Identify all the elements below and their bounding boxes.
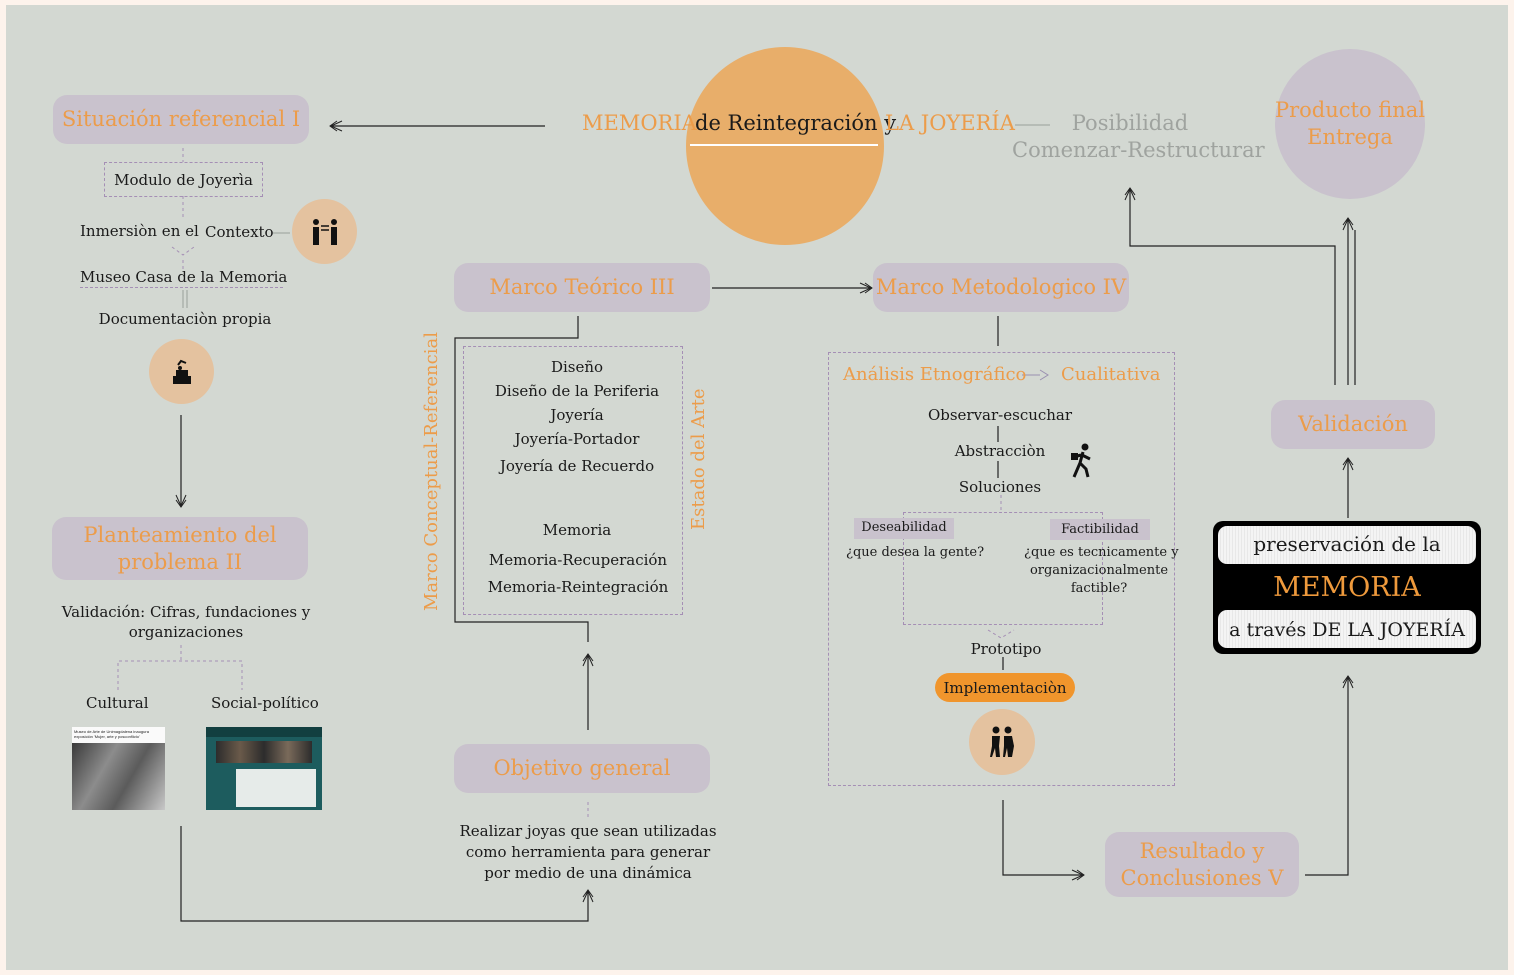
thumbnail-photos [216,741,312,763]
validacion-cifras-1: Validación: Cifras, fundaciones y [61,603,311,621]
thumbnail-header [206,727,322,737]
social-thumbnail[interactable] [206,727,322,810]
soluciones-text: Soluciones [958,478,1042,496]
memoria-item-2: Memoria-Recuperación [488,551,668,569]
validacion-title: Validación [1298,412,1408,436]
factibilidad-text: Factibilidad [1061,522,1139,537]
documentation-circle [149,339,214,404]
hiker-icon [1071,443,1091,478]
situacion-title: Situación referencial I [61,107,301,131]
memoria-item-1: Memoria [542,521,612,539]
resultado-node: Resultado y Conclusiones V [1105,832,1299,897]
teorico-item-5: Joyería de Recuerdo [499,457,655,475]
objetivo-text-2: como herramienta para generar [465,843,711,861]
banner-bottom-stripe [1218,610,1476,648]
objetivo-text-3: por medio de una dinámica [484,864,692,882]
analisis-text: Análisis Etnográfico [843,364,1027,385]
title-joyeria: LA JOYERÍA [885,111,1015,135]
validacion-cifras-2: organizaciones [128,623,244,641]
people-pair-icon [990,726,1014,757]
planteamiento-line1: Planteamiento del [83,522,277,547]
objetivo-general-node: Objetivo general [454,744,710,793]
producto-final-circle: Producto final Entrega [1275,49,1425,199]
estado-del-arte-vertical: Estado del Arte [688,388,709,530]
memoria-banner: preservación de la MEMORIA a través DE L… [1213,521,1481,654]
thumbnail-caption: Museo de Arte de Unimagdalena inaugura e… [74,729,149,739]
title-underline [690,144,878,146]
banner-memoria: MEMORIA [1273,572,1421,603]
marco-metodologico-node: Marco Metodologico IV [873,263,1129,312]
producto-line2: Entrega [1307,125,1393,149]
cultural-text: Cultural [86,694,149,712]
situacion-referencial-node: Situación referencial I [53,95,309,144]
posibilidad-text: Posibilidad [1071,111,1189,135]
resultado-line2: Conclusiones V [1120,865,1284,890]
comenzar-text: Comenzar-Restructurar [1012,138,1265,162]
cualitativa-text: Cualitativa [1061,364,1161,385]
banner-line3: a través DE LA JOYERÍA [1229,619,1465,641]
factibilidad-question-1: ¿que es tecnicamente y [1024,545,1179,560]
teorico-item-1: Diseño [550,358,604,376]
people-exchange-icon [312,218,337,245]
people-pair-circle [969,709,1035,775]
marco-teorico-node: Marco Teórico III [454,263,710,312]
desk-icon [172,359,191,384]
modulo-text: Modulo de Joyerìa [114,171,253,189]
objetivo-title: Objetivo general [493,756,671,780]
thumbnail-panel [236,769,316,807]
abstraccion-text: Abstracciòn [954,442,1046,460]
factibilidad-question-2: organizacionalmente [1029,563,1169,578]
implementacion-text: Implementaciòn [943,679,1067,697]
museo-box [80,270,283,288]
thumbnail-photo [72,743,165,810]
people-circle [292,199,357,264]
observar-text: Observar-escuchar [927,406,1073,424]
marco-teorico-title: Marco Teórico III [489,275,675,299]
marco-conceptual-vertical: Marco Conceptual-Referencial [421,332,442,611]
documentacion-text: Documentaciòn propia [98,310,272,328]
deseabilidad-label [854,518,954,539]
objetivo-text-1: Realizar joyas que sean utilizadas [459,822,717,840]
producto-line1: Producto final [1274,98,1426,122]
contexto-text: Contexto [205,223,274,241]
deseabilidad-question: ¿que desea la gente? [846,545,985,560]
museo-text: Museo Casa de la Memoria [80,268,288,286]
modulo-box [104,162,263,197]
marco-metodologico-title: Marco Metodologico IV [875,275,1127,299]
factibilidad-label [1050,519,1150,540]
factibilidad-question-3: factible? [1070,581,1128,596]
teorico-box [463,346,683,615]
title-middle: de Reintegración y [695,111,897,135]
social-politico-text: Social-político [211,694,319,712]
resultado-line1: Resultado y [1139,838,1265,863]
memoria-circle [686,47,884,245]
cultural-thumbnail[interactable]: Museo de Arte de Unimagdalena inaugura e… [72,727,165,810]
implementacion-pill [935,673,1075,702]
deseabilidad-text: Deseabilidad [861,520,947,535]
memoria-item-3: Memoria-Reintegración [487,578,669,596]
planteamiento-node: Planteamiento del problema II [52,517,308,580]
teorico-item-4: Joyería-Portador [514,430,640,448]
teorico-item-3: Joyería [550,406,604,424]
metodologico-box [828,352,1175,786]
soluciones-split-box [903,512,1103,625]
prototipo-text: Prototipo [970,640,1042,658]
banner-line1: preservación de la [1253,532,1441,556]
title-memoria: MEMORIA [582,111,697,135]
banner-top-stripe [1218,526,1476,564]
inmersion-text: Inmersiòn en el [80,222,199,240]
validacion-node: Validación [1271,400,1435,449]
teorico-item-2: Diseño de la Periferia [494,382,660,400]
planteamiento-line2: problema II [117,549,243,574]
